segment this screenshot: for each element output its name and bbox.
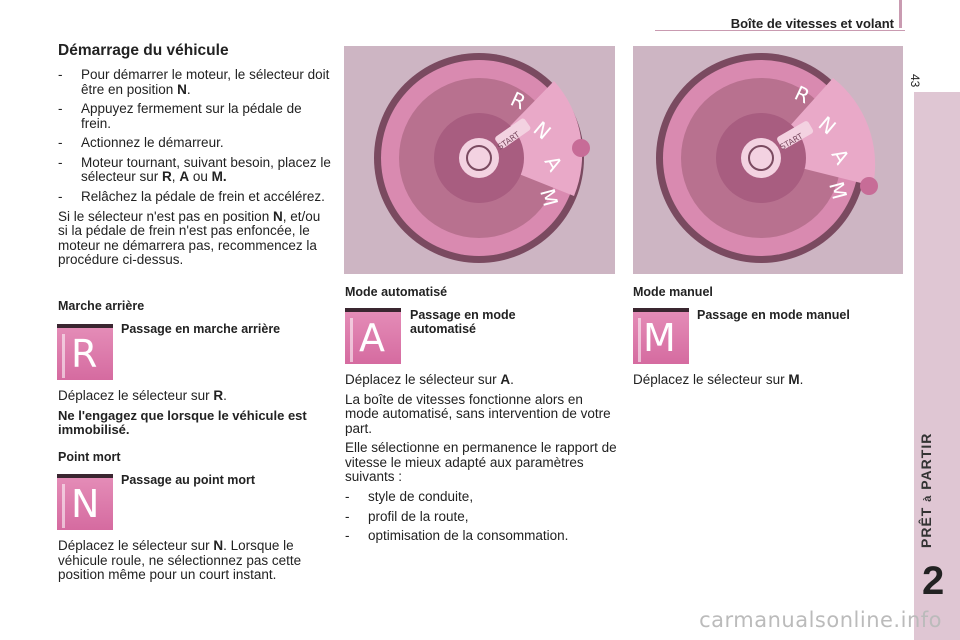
watermark: carmanualsonline.info [699, 608, 942, 633]
auto-parameters-list: style de conduite, profil de la route, o… [345, 489, 617, 544]
page-number: 43 [908, 74, 922, 88]
list-item: Pour démarrer le moteur, le sélecteur do… [58, 67, 333, 97]
reverse-icon-label: Passage en marche arrière [121, 322, 281, 336]
gear-selector-illustration: START R N A M [344, 46, 615, 274]
list-item: profil de la route, [345, 509, 617, 525]
chapter-sidebar [914, 92, 960, 640]
list-item: Actionnez le démarreur. [58, 136, 333, 151]
selector-photo-automatic: START R N A M [344, 46, 615, 274]
manual-icon-label: Passage en mode manuel [697, 308, 850, 322]
header-rule [655, 30, 905, 31]
manual-title: Mode manuel [633, 285, 713, 299]
auto-a-icon: A [345, 308, 401, 364]
reverse-r-icon: R [57, 324, 113, 380]
auto-text: Déplacez le sélecteur sur A. La boîte de… [345, 372, 617, 549]
header-tick-mark [899, 0, 902, 28]
list-item: Appuyez fermement sur la pédale de frein… [58, 101, 333, 131]
reverse-title: Marche arrière [58, 299, 145, 313]
neutral-n-icon: N [57, 474, 113, 530]
gear-selector-illustration: START R N A M [633, 46, 903, 274]
manual-m-icon: M [633, 308, 689, 364]
neutral-icon-label: Passage au point mort [121, 473, 256, 487]
selector-letter-m: M [535, 186, 563, 209]
section-title: Démarrage du véhicule [58, 42, 229, 59]
reverse-text: Déplacez le sélecteur sur R. Ne l'engage… [58, 388, 333, 442]
list-item: style de conduite, [345, 489, 617, 505]
chapter-number: 2 [922, 559, 945, 603]
start-note: Si le sélecteur n'est pas en position N,… [58, 208, 321, 268]
manual-text: Déplacez le sélecteur sur M. [633, 372, 804, 387]
list-item: optimisation de la consommation. [345, 529, 617, 544]
auto-title: Mode automatisé [345, 285, 448, 299]
start-steps-list: Pour démarrer le moteur, le sélecteur do… [58, 67, 333, 205]
reverse-warning: Ne l'engagez que lorsque le véhicule est… [58, 407, 307, 437]
chapter-label: PRÊT à PARTIR [918, 432, 934, 548]
selector-letter-m: M [824, 179, 852, 202]
page-header-title: Boîte de vitesses et volant [730, 16, 894, 31]
neutral-text: Déplacez le sélecteur sur N. Lorsque le … [58, 538, 302, 583]
selector-photo-manual: START R N A M [633, 46, 903, 274]
neutral-title: Point mort [58, 450, 121, 464]
start-procedure: Pour démarrer le moteur, le sélecteur do… [58, 67, 333, 273]
auto-icon-label: Passage en mode automatisé [410, 308, 516, 336]
list-item: Relâchez la pédale de frein et accélérez… [58, 189, 333, 205]
list-item: Moteur tournant, suivant besoin, placez … [58, 155, 333, 185]
